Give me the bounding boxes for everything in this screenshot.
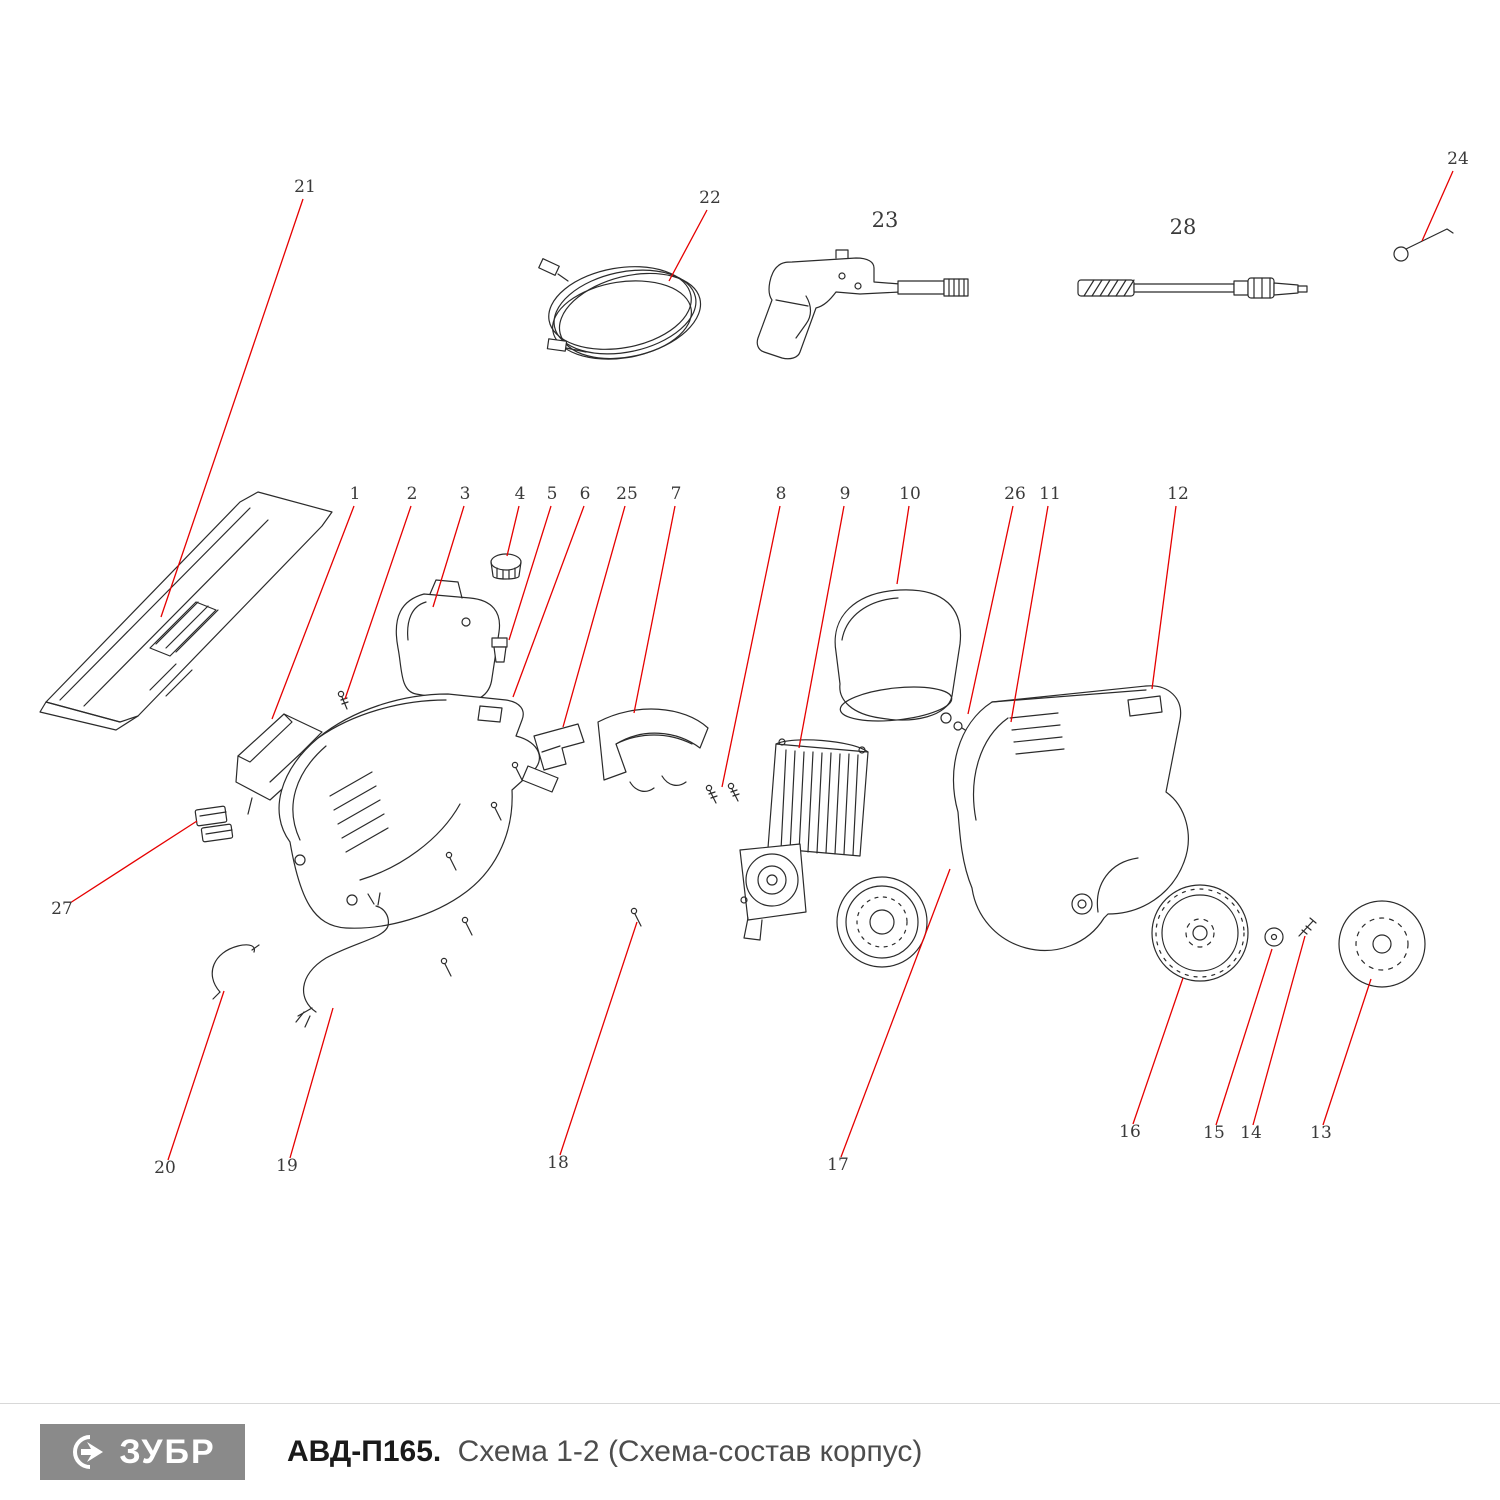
drawing-power-cord: [295, 892, 389, 1028]
part-label-23: 23: [872, 208, 899, 232]
part-label-24: 24: [1447, 149, 1469, 169]
part-label-7: 7: [671, 484, 682, 504]
leader-line-17: [840, 868, 951, 1158]
brand-name: ЗУБР: [119, 1432, 216, 1471]
drawing-spray-gun: [756, 249, 969, 360]
diagram-title: АВД-П165. Схема 1-2 (Схема-состав корпус…: [287, 1435, 922, 1469]
leader-line-6: [512, 505, 585, 698]
leader-line-25: [562, 505, 626, 728]
part-label-20: 20: [154, 1158, 176, 1178]
leader-line-7: [633, 505, 676, 714]
part-label-3: 3: [460, 484, 471, 504]
schema-subtitle: Схема 1-2 (Схема-состав корпус): [457, 1435, 923, 1468]
drawing-tank-cap: [490, 553, 522, 580]
part-label-11: 11: [1039, 484, 1061, 504]
drawing-wire-20: [211, 944, 260, 1000]
part-label-19: 19: [276, 1156, 298, 1176]
part-label-14: 14: [1240, 1123, 1262, 1143]
part-label-8: 8: [776, 484, 787, 504]
part-label-17: 17: [827, 1155, 849, 1175]
zubr-logo: ЗУБР: [40, 1424, 245, 1480]
leader-line-2: [344, 505, 412, 700]
drawing-clamp-plate: [521, 723, 585, 793]
part-label-4: 4: [515, 484, 526, 504]
leader-line-9: [798, 505, 845, 749]
part-label-27: 27: [51, 899, 73, 919]
drawing-screw-2: [337, 690, 349, 710]
leader-line-22: [668, 209, 708, 282]
leader-line-5: [508, 505, 552, 641]
drawing-screw-14: [1298, 917, 1317, 937]
part-label-16: 16: [1119, 1122, 1141, 1142]
leader-line-24: [1421, 170, 1454, 242]
part-label-26: 26: [1004, 484, 1026, 504]
drawing-lance: [1077, 277, 1308, 299]
leader-line-3: [432, 505, 465, 608]
part-label-15: 15: [1203, 1123, 1225, 1143]
footer: ЗУБР АВД-П165. Схема 1-2 (Схема-состав к…: [0, 1403, 1500, 1500]
leader-line-12: [1151, 505, 1177, 690]
drawing-retainer-pin: [1393, 228, 1454, 262]
leader-line-15: [1215, 948, 1273, 1126]
leader-line-14: [1252, 935, 1306, 1126]
leader-line-21: [160, 198, 304, 618]
part-label-13: 13: [1310, 1123, 1332, 1143]
part-label-22: 22: [699, 188, 721, 208]
drawing-rear-housing: [952, 685, 1189, 952]
leader-line-19: [289, 1007, 334, 1159]
part-label-6: 6: [580, 484, 591, 504]
drawing-detergent-tank: [395, 579, 501, 703]
part-label-25: 25: [616, 484, 638, 504]
drawing-motor-cover: [834, 589, 962, 722]
drawing-high-pressure-hose: [538, 258, 702, 360]
drawing-hubcap: [1338, 900, 1426, 988]
leader-line-1: [271, 505, 355, 720]
leader-line-13: [1322, 978, 1372, 1126]
drawing-fan: [836, 876, 928, 968]
drawing-front-housing: [278, 693, 541, 929]
part-label-28: 28: [1170, 215, 1197, 239]
leader-line-11: [1010, 505, 1049, 723]
zubr-arrow-icon: [73, 1435, 104, 1469]
leader-line-16: [1132, 977, 1184, 1125]
part-label-9: 9: [840, 484, 851, 504]
drawing-nozzle-fitting: [491, 637, 508, 663]
drawing-wheel: [1151, 884, 1249, 982]
part-label-21: 21: [294, 177, 316, 197]
part-label-1: 1: [350, 484, 361, 504]
part-label-12: 12: [1167, 484, 1189, 504]
drawing-misc-screws: [440, 761, 642, 977]
leader-line-27: [69, 820, 198, 904]
leader-line-18: [559, 921, 638, 1156]
drawing-top-cover: [39, 491, 333, 731]
leader-line-26: [967, 505, 1014, 715]
drawing-screws-8: [705, 782, 740, 804]
leader-line-10: [896, 505, 910, 585]
drawing-handle-bracket: [597, 708, 709, 792]
model-name: АВД-П165.: [287, 1435, 442, 1468]
part-label-18: 18: [547, 1153, 569, 1173]
drawing-motor-pump: [739, 738, 869, 941]
drawing-terminal-block: [194, 805, 234, 843]
part-label-10: 10: [899, 484, 921, 504]
part-label-5: 5: [547, 484, 558, 504]
drawing-washer: [1264, 927, 1284, 947]
part-label-2: 2: [407, 484, 418, 504]
leader-line-4: [506, 505, 520, 557]
leader-line-20: [167, 990, 225, 1161]
leader-line-8: [721, 505, 781, 788]
